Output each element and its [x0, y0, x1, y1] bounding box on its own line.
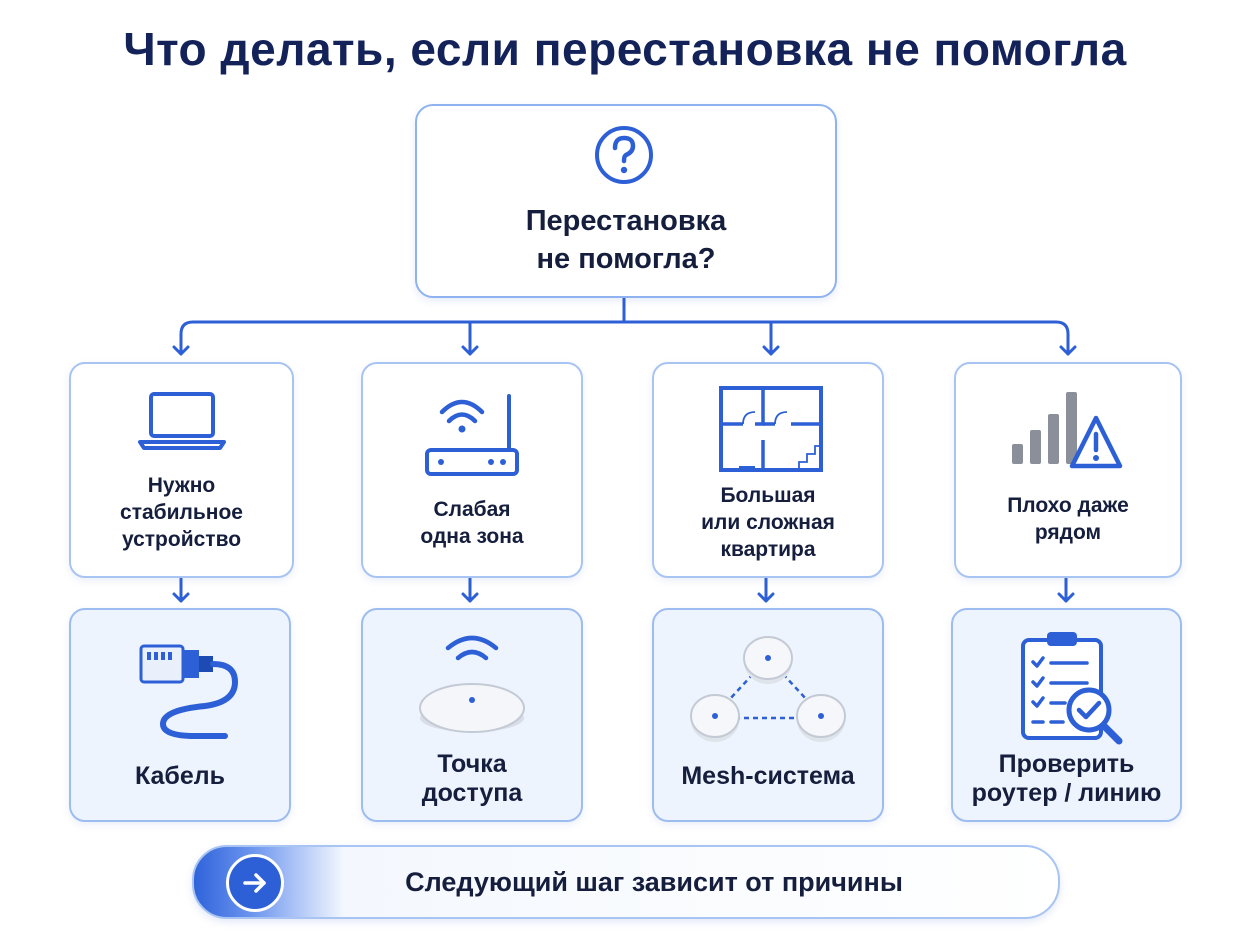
problem-card-bad-nearby: Плохо даже рядом	[954, 362, 1182, 578]
checklist-icon	[1020, 632, 1122, 745]
root-label-line2: не помогла?	[536, 243, 716, 275]
problem-card-weak-zone: Слабая одна зона	[361, 362, 583, 578]
page-title: Что делать, если перестановка не помогла	[123, 23, 1127, 75]
solution-card-mesh: Mesh-система	[652, 608, 884, 822]
problem-card-large-apartment: Большая или сложная квартира	[652, 362, 884, 578]
problem-label-line: стабильное	[120, 501, 243, 524]
problem-label-line: или сложная	[701, 511, 835, 534]
floor-plan-icon	[719, 386, 823, 472]
problem-label-line: квартира	[720, 538, 816, 561]
solution-label: Проверить	[998, 750, 1135, 778]
question-icon	[595, 126, 653, 184]
problem-card-stable-device: Нужно стабильное устройство	[69, 362, 294, 578]
problem-label-line: Большая	[720, 484, 816, 507]
solution-label: Mesh-система	[681, 762, 855, 790]
solution-label: роутер / линию	[971, 779, 1162, 807]
router-icon	[425, 394, 519, 476]
problem-label-line: одна зона	[420, 525, 524, 548]
problem-label-line: устройство	[121, 528, 242, 551]
problem-label-line: Плохо даже	[1007, 494, 1129, 517]
solution-card-check-router: Проверить роутер / линию	[951, 608, 1182, 822]
solution-label: Кабель	[134, 762, 226, 790]
solution-label: доступа	[421, 779, 523, 807]
solution-card-cable: Кабель	[69, 608, 291, 822]
laptop-icon	[137, 392, 226, 450]
root-label-line1: Перестановка	[525, 205, 727, 237]
access-point-icon	[419, 635, 525, 733]
next-step-text: Следующий шаг зависит от причины	[405, 866, 903, 897]
problem-label-line: Нужно	[147, 474, 216, 497]
arrow-right-icon	[226, 854, 284, 912]
solution-card-access-point: Точка доступа	[361, 608, 583, 822]
solution-label: Точка	[437, 750, 507, 778]
next-step-banner: Следующий шаг зависит от причины	[192, 845, 1060, 919]
signal-warning-icon	[1012, 392, 1123, 469]
mesh-system-icon	[690, 636, 846, 742]
ethernet-cable-icon	[139, 644, 239, 739]
problem-label-line: Слабая	[433, 498, 511, 521]
root-question-box: Перестановка не помогла?	[415, 104, 837, 298]
problem-label-line: рядом	[1034, 521, 1102, 544]
